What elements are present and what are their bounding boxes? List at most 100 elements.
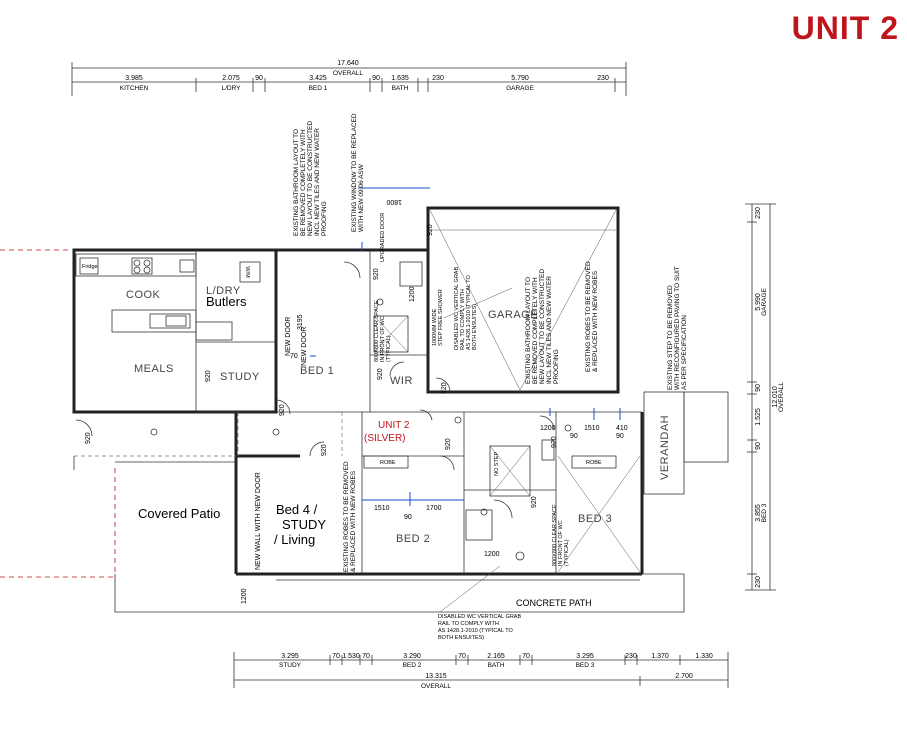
dim-1510-b: 1510 [584, 425, 600, 432]
svg-text:BOTH ENSUITES): BOTH ENSUITES) [438, 635, 484, 641]
fridge-label: Fridge [82, 264, 98, 270]
svg-text:WITH NEW 09.06 ASW: WITH NEW 09.06 ASW [358, 163, 365, 232]
clear-space-note-2: 800X800 CLEAR SPACE IN FRONT OF WC (TYPI… [552, 504, 570, 566]
dim-920-a: 920 [427, 224, 434, 236]
svg-text:IN FRONT OF WC: IN FRONT OF WC [380, 316, 386, 362]
robes-note-1: EXISTING ROBES TO BE REMOVED & REPLACED … [585, 261, 599, 372]
top-dimensions: 17.640 OVERALL 3.985 KITCHEN 2.075 L/DRY… [71, 60, 627, 96]
top-seg-4-label: BED 1 [309, 85, 328, 92]
top-seg-6-label: BATH [392, 85, 409, 92]
dim-1200-b: 1200 [540, 425, 556, 432]
wm-label: W/M [244, 266, 250, 278]
robes-note-2: EXISTING ROBES TO BE REMOVED & REPLACED … [343, 461, 357, 572]
svg-text:BOTH ENSUITES): BOTH ENSUITES) [472, 304, 478, 350]
room-meals: MEALS [134, 363, 174, 375]
bot-seg-3-value: 1.530 [342, 653, 360, 660]
walls [72, 206, 729, 613]
right-overall-label: OVERALL [778, 382, 785, 412]
room-covered-patio: Covered Patio [138, 506, 220, 521]
kitchen-fixtures: Fridge W/M [75, 253, 261, 341]
svg-text:DISABLED WC VERTICAL GRAB: DISABLED WC VERTICAL GRAB [438, 614, 521, 620]
svg-text:800X800 CLEAR SPACE: 800X800 CLEAR SPACE [374, 300, 380, 362]
svg-text:EXISTING BATHROOM LAYOUT TO: EXISTING BATHROOM LAYOUT TO [525, 277, 532, 384]
dim-920-f: 920 [279, 404, 286, 416]
robe-b-label: ROBE [586, 460, 602, 466]
svg-text:AS PER SPECIFICATION: AS PER SPECIFICATION [681, 315, 688, 390]
bot-seg-4-value: 70 [362, 653, 370, 660]
svg-text:RAIL TO COMPLY WITH: RAIL TO COMPLY WITH [460, 289, 466, 350]
bathroom-note-1: EXISTING BATHROOM LAYOUT TO BE REMOVED C… [293, 121, 328, 236]
dim-70: 70 [290, 353, 298, 360]
leader-lines [439, 287, 513, 613]
svg-text:PROOFING: PROOFING [553, 349, 560, 384]
svg-text:800X800 CLEAR SPACE: 800X800 CLEAR SPACE [552, 504, 558, 566]
svg-text:BE REMOVED COMPLETELY WITH: BE REMOVED COMPLETELY WITH [300, 129, 307, 236]
svg-text:& REPLACED WITH NEW ROBES: & REPLACED WITH NEW ROBES [350, 470, 357, 572]
bot-overall-value: 13.315 [425, 673, 447, 680]
robes: ROBE ROBE [363, 455, 617, 469]
room-verandah: VERANDAH [659, 415, 671, 480]
bot-seg-7-label: BATH [488, 662, 505, 669]
dim-920-b: 920 [373, 268, 380, 280]
dim-1200-d: 1200 [241, 588, 248, 604]
bot-seg-9-value: 3.295 [576, 653, 594, 660]
washing-machine-box [239, 261, 261, 283]
dim-920-e: 920 [85, 432, 92, 444]
room-bed4-line2: STUDY [282, 517, 326, 532]
dim-920-j: 920 [441, 382, 448, 394]
blue-markers [310, 187, 621, 506]
top-seg-6-value: 1.635 [391, 75, 409, 82]
no-step-label: NO STEP [494, 452, 500, 476]
bot-seg-5-label: BED 2 [403, 662, 422, 669]
room-bed2: BED 2 [396, 533, 430, 545]
right-seg-3-value: 90 [755, 384, 762, 392]
svg-text:1000MM WIDE: 1000MM WIDE [432, 308, 438, 346]
svg-text:AS 1428.1-2010 (TYPICAL TO: AS 1428.1-2010 (TYPICAL TO [438, 628, 514, 634]
silver-label: (SILVER) [364, 433, 406, 444]
upgraded-door-label: UPGRADED DOOR [380, 213, 386, 262]
dim-920-g: 920 [321, 444, 328, 456]
room-ldry: L/DRY [206, 285, 241, 297]
bot-seg-5-value: 3.290 [403, 653, 421, 660]
room-bed3: BED 3 [578, 513, 612, 525]
kitchen-island [111, 309, 197, 333]
svg-text:IN FRONT OF WC: IN FRONT OF WC [558, 520, 564, 566]
top-seg-2-label: L/DRY [221, 85, 241, 92]
top-seg-2-value: 2.075 [222, 75, 240, 82]
dim-1700: 1700 [426, 505, 442, 512]
markers [150, 416, 572, 516]
dim-90-b: 90 [570, 433, 578, 440]
dim-920-d: 920 [377, 368, 384, 380]
right-seg-2-label: GARAGE [761, 287, 768, 315]
svg-text:BE REMOVED COMPLETELY WITH: BE REMOVED COMPLETELY WITH [532, 277, 539, 384]
right-seg-7-value: 230 [755, 576, 762, 588]
top-seg-8-value: 5.790 [511, 75, 529, 82]
bot-seg-12-value: 1.330 [695, 653, 713, 660]
svg-text:(TYPICAL): (TYPICAL) [386, 335, 392, 362]
right-seg-1-value: 230 [755, 207, 762, 219]
top-seg-1-value: 3.985 [125, 75, 143, 82]
dim-3195: 3195 [297, 314, 304, 330]
svg-text:RAIL TO COMPLY WITH: RAIL TO COMPLY WITH [438, 621, 499, 627]
new-wall-label: NEW WALL WITH NEW DOOR [255, 472, 262, 570]
bot-seg-10-value: 230 [625, 653, 637, 660]
room-wir: WIR [390, 375, 413, 387]
svg-text:EXISTING STEP TO BE REMOVED: EXISTING STEP TO BE REMOVED [667, 285, 674, 390]
svg-text:& REPLACED WITH NEW ROBES: & REPLACED WITH NEW ROBES [592, 270, 599, 372]
shower-note: 1000MM WIDE STEP FREE SHOWER [432, 289, 444, 346]
dim-920-c: 920 [205, 370, 212, 382]
unit2-label: UNIT 2 [378, 420, 410, 431]
room-bed4-line1: Bed 4 / [276, 502, 318, 517]
room-study: STUDY [220, 371, 260, 383]
shower-1 [373, 315, 409, 353]
dim-410: 410 [616, 425, 628, 432]
bot-seg-9-label: BED 3 [576, 662, 595, 669]
svg-text:NEW LAYOUT TO BE CONSTRUCTED: NEW LAYOUT TO BE CONSTRUCTED [307, 121, 314, 236]
room-bed1: BED 1 [300, 365, 334, 377]
dim-90-a: 90 [404, 514, 412, 521]
dim-1200-a: 1200 [409, 286, 416, 302]
toilet-2 [515, 551, 525, 561]
clear-space-note-1: 800X800 CLEAR SPACE IN FRONT OF WC (TYPI… [374, 300, 392, 362]
svg-text:PROOFING: PROOFING [321, 201, 328, 236]
right-overall-value: 12.010 [772, 386, 779, 408]
